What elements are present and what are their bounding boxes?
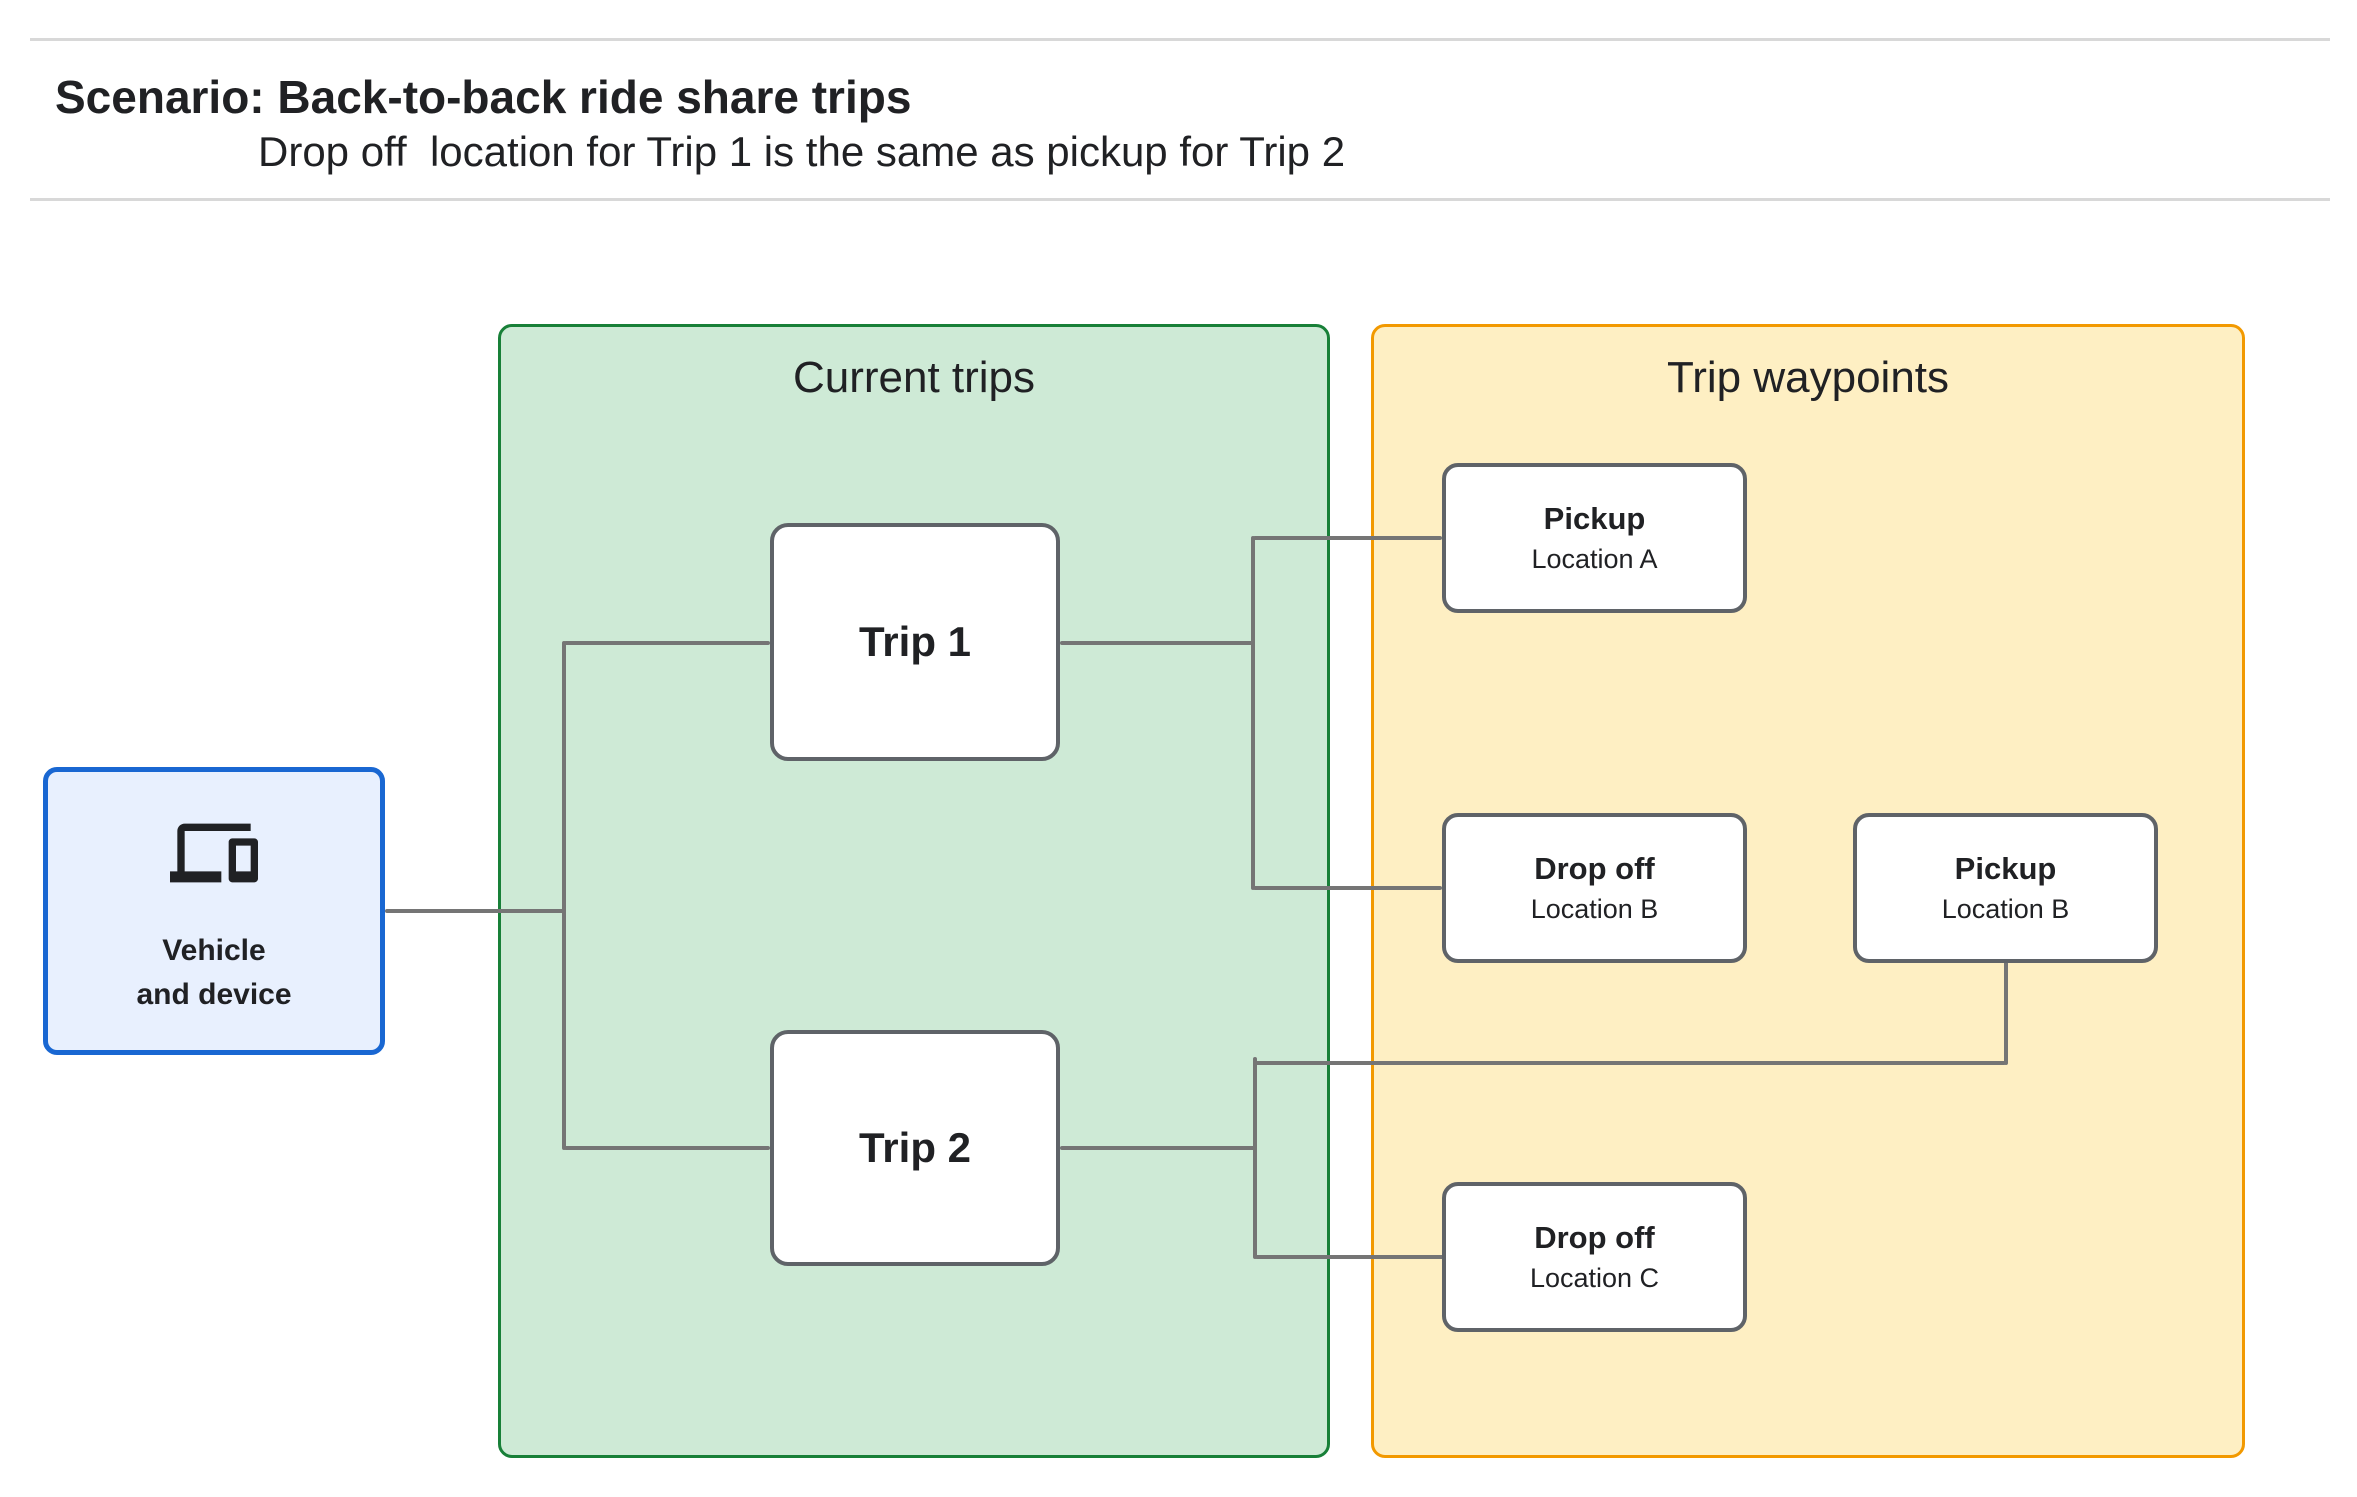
trip2-label: Trip 2 (858, 1124, 972, 1171)
connector-to-dropoff-c (1255, 1255, 1444, 1259)
devices-icon (170, 816, 258, 895)
waypoint-type: Pickup (1954, 851, 2057, 886)
trip2-node: Trip 2 (770, 1030, 1060, 1266)
waypoint-location: Location A (1531, 544, 1658, 574)
waypoint-type: Drop off (1534, 1220, 1655, 1255)
header-divider (30, 198, 2330, 201)
current-trips-panel: Current trips (498, 324, 1330, 1458)
connector-trip1-junction-vertical (1251, 536, 1255, 890)
waypoint-type: Drop off (1534, 851, 1655, 886)
connector-to-dropoff-b (1253, 886, 1442, 890)
vehicle-node-label: Vehicle and device (136, 933, 292, 1011)
connector-vehicle-to-junction (385, 909, 566, 913)
trip-waypoints-panel-title: Trip waypoints (1666, 353, 1950, 402)
waypoint-pickup-b: Pickup Location B (1853, 813, 2158, 963)
page-subtitle: Drop off location for Trip 1 is the same… (258, 128, 1346, 175)
vehicle-node: Vehicle and device (43, 767, 385, 1055)
connector-left-junction-vertical (562, 641, 566, 1150)
trip1-node: Trip 1 (770, 523, 1060, 761)
waypoint-pickup-a: Pickup Location A (1442, 463, 1747, 613)
waypoint-dropoff-c: Drop off Location C (1442, 1182, 1747, 1332)
connector-pickup-b-drop (2004, 958, 2008, 1065)
top-divider (30, 38, 2330, 41)
connector-junction-to-trip1 (564, 641, 770, 645)
connector-trip2-to-junction (1060, 1146, 1257, 1150)
waypoint-location: Location B (1530, 894, 1659, 924)
connector-trip1-to-junction (1060, 641, 1255, 645)
connector-junction-to-trip2 (564, 1146, 770, 1150)
trip1-label: Trip 1 (858, 618, 972, 665)
connector-to-pickup-a (1253, 536, 1442, 540)
waypoint-location: Location B (1941, 894, 2070, 924)
waypoint-location: Location C (1529, 1263, 1660, 1293)
page-title: Scenario: Back-to-back ride share trips (55, 71, 912, 123)
current-trips-panel-title: Current trips (792, 353, 1036, 402)
waypoint-type: Pickup (1543, 501, 1646, 536)
connector-pickup-b-horizontal (1255, 1061, 2006, 1065)
waypoint-dropoff-b: Drop off Location B (1442, 813, 1747, 963)
connector-trip2-junction-vertical (1253, 1057, 1257, 1259)
